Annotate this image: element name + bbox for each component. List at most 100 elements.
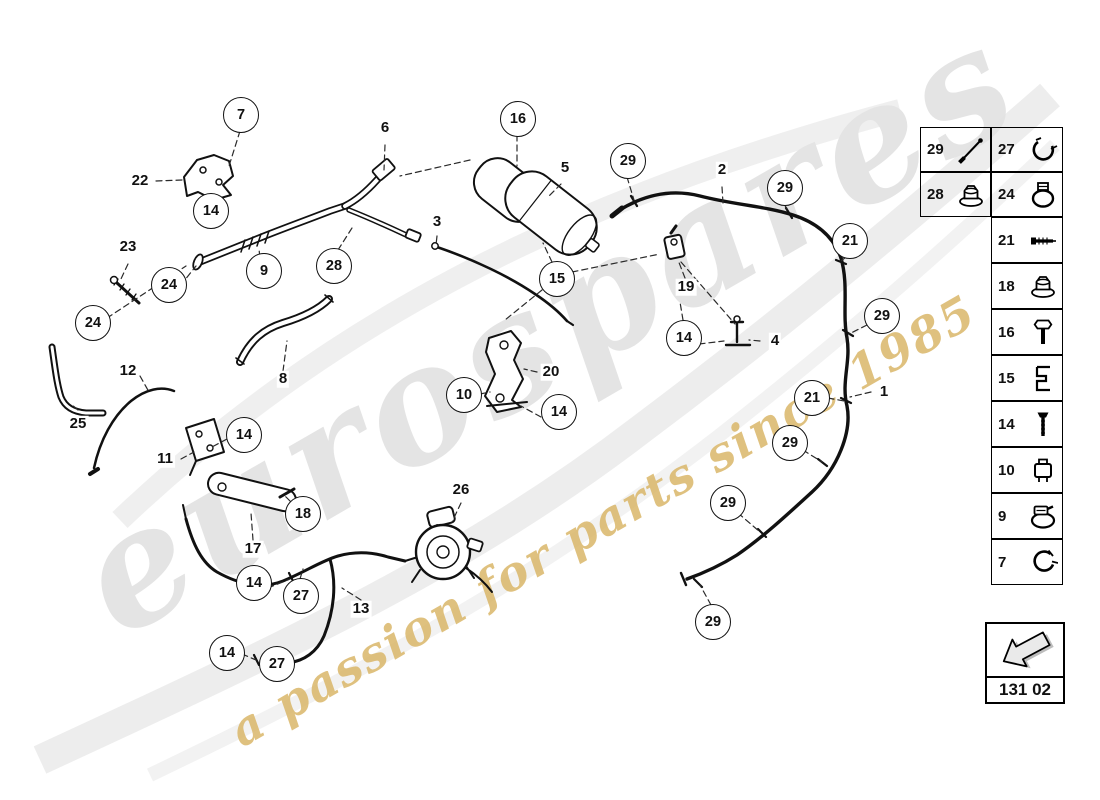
callout-29[interactable]: 29 [772,425,808,461]
diagram-code-box: 131 02 [985,622,1065,704]
callout-29[interactable]: 29 [767,170,803,206]
callout-29[interactable]: 29 [610,143,646,179]
cable-clip-icon [1028,455,1058,485]
callout-16[interactable]: 16 [500,101,536,137]
part-label-8[interactable]: 8 [276,369,290,388]
part-cell-number: 21 [998,231,1015,249]
callout-14[interactable]: 14 [209,635,245,671]
part-1-hose [679,256,850,587]
part-cell-number: 15 [998,369,1015,387]
flange-nut-icon [956,180,986,210]
flange-nut-icon [1028,271,1058,301]
part-cell-15[interactable]: 15 [991,355,1063,401]
part-label-26[interactable]: 26 [450,480,472,499]
callout-21[interactable]: 21 [794,380,830,416]
callout-14[interactable]: 14 [226,417,262,453]
part-label-17[interactable]: 17 [242,539,264,558]
spring-clip-icon [1028,363,1058,393]
part-label-12[interactable]: 12 [117,361,139,380]
worm-clamp-icon [1028,501,1058,531]
part-cell-16[interactable]: 16 [991,309,1063,355]
part-cell-number: 16 [998,323,1015,341]
callout-14[interactable]: 14 [236,565,272,601]
part-3-rod [431,242,575,327]
part-8-hose [235,294,334,366]
part-cell-21[interactable]: 21 [991,217,1063,263]
part-11-bracket [185,418,225,476]
part-label-6[interactable]: 6 [378,118,392,137]
part-2-hose [609,191,843,260]
part-cell-number: 18 [998,277,1015,295]
part-cell-14[interactable]: 14 [991,401,1063,447]
callout-27[interactable]: 27 [283,578,319,614]
parts-grid-double: 29 27 28 24 [920,127,1063,217]
callout-29[interactable]: 29 [864,298,900,334]
callout-7[interactable]: 7 [223,97,259,133]
part-12-hose [88,387,176,476]
part-26-pump [411,505,493,593]
part-label-25[interactable]: 25 [67,414,89,433]
part-cell-number: 10 [998,461,1015,479]
part-cell-7[interactable]: 7 [991,539,1063,585]
callout-29[interactable]: 29 [695,604,731,640]
callout-24[interactable]: 24 [75,305,111,341]
part-cell-29[interactable]: 29 [920,127,991,172]
part-cell-9[interactable]: 9 [991,493,1063,539]
part-label-1[interactable]: 1 [877,382,891,401]
direction-arrow-icon [987,624,1063,676]
part-label-4[interactable]: 4 [768,331,782,350]
part-label-5[interactable]: 5 [558,158,572,177]
callout-9[interactable]: 9 [246,253,282,289]
part-label-23[interactable]: 23 [117,237,139,256]
self-tapping-screw-icon [1028,225,1058,255]
callout-24[interactable]: 24 [151,267,187,303]
part-cell-28[interactable]: 28 [920,172,991,217]
watermark-swoosh [146,139,1060,782]
retaining-clip-icon [1028,135,1058,165]
parts-grid-single: 21 18 16 15 14 10 9 7 [991,217,1063,585]
part-cell-number: 24 [998,186,1015,203]
part-cell-number: 7 [998,553,1007,571]
part-19-valve [663,224,686,260]
part-label-13[interactable]: 13 [350,599,372,618]
screw-icon [1028,409,1058,439]
part-cell-number: 29 [927,141,944,158]
part-label-20[interactable]: 20 [540,362,562,381]
part-cell-10[interactable]: 10 [991,447,1063,493]
callout-28[interactable]: 28 [316,248,352,284]
part-cell-18[interactable]: 18 [991,263,1063,309]
cotter-pin-icon [956,135,986,165]
hose-clamp-icon [1028,180,1058,210]
diagram-line-art [48,130,872,667]
part-cell-number: 14 [998,415,1015,433]
part-5-vacuum-reservoir [472,157,600,256]
callout-18[interactable]: 18 [285,496,321,532]
callout-27[interactable]: 27 [259,646,295,682]
part-cell-24[interactable]: 24 [991,172,1063,217]
part-label-3[interactable]: 3 [430,212,444,231]
hex-bolt-icon [1028,317,1058,347]
part-label-2[interactable]: 2 [715,160,729,179]
callout-29[interactable]: 29 [710,485,746,521]
part-cell-27[interactable]: 27 [991,127,1063,172]
part-label-11[interactable]: 11 [155,449,175,468]
callout-21[interactable]: 21 [832,223,868,259]
callout-14[interactable]: 14 [666,320,702,356]
callout-10[interactable]: 10 [446,377,482,413]
part-label-19[interactable]: 19 [675,277,697,296]
callout-14[interactable]: 14 [541,394,577,430]
part-cell-number: 27 [998,141,1015,158]
part-label-22[interactable]: 22 [129,171,151,190]
part-cell-number: 9 [998,507,1007,525]
part-25-rod [48,343,107,417]
leader-lines [70,130,872,661]
diagram-code: 131 02 [987,676,1063,702]
c-clip-icon [1028,547,1058,577]
callout-14[interactable]: 14 [193,193,229,229]
part-4-stud [724,315,752,347]
callout-15[interactable]: 15 [539,261,575,297]
